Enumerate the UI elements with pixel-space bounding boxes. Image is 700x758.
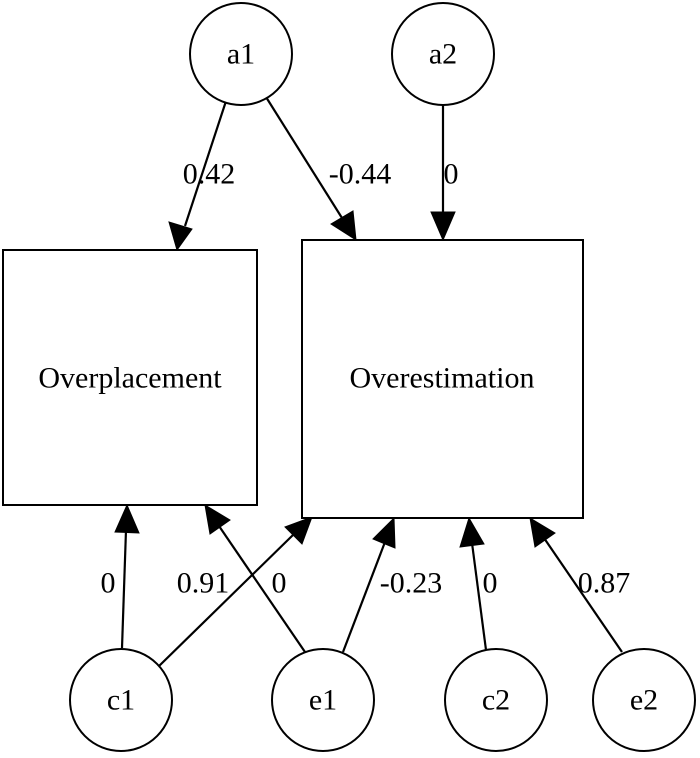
node-label-a1: a1 (227, 38, 255, 71)
node-label-a2: a2 (429, 38, 457, 71)
arrowhead (114, 503, 140, 534)
node-overplacement: Overplacement (2, 249, 258, 506)
node-overestimation: Overestimation (301, 239, 584, 519)
node-c1: c1 (69, 648, 173, 752)
edge-a1-overplacement: 0.42 (168, 94, 236, 252)
edges: 0.42 -0.44 0 0 0.91 0 (101, 94, 631, 668)
arrowhead (168, 221, 193, 252)
arrowhead (529, 517, 556, 548)
node-label-c1: c1 (107, 684, 135, 717)
arrowhead (330, 210, 357, 241)
node-label-overplacement: Overplacement (38, 362, 222, 395)
node-e1: e1 (271, 648, 375, 752)
arrowhead (284, 516, 313, 545)
edge-e1-overplacement: 0 (204, 504, 306, 653)
node-c2: c2 (444, 648, 548, 752)
edge-a2-overestimation: 0 (430, 102, 459, 242)
node-a2: a2 (391, 2, 495, 106)
arrowhead (372, 516, 396, 549)
edge-label-e2-overestimation: 0.87 (578, 567, 631, 600)
node-a1: a1 (189, 2, 293, 106)
edge-e1-overestimation: -0.23 (341, 516, 443, 653)
edge-c1-overestimation: 0.91 (157, 516, 313, 668)
edge-label-a1-overplacement: 0.42 (183, 158, 236, 191)
edge-label-a1-overestimation: -0.44 (329, 158, 392, 191)
node-label-overestimation: Overestimation (350, 362, 535, 395)
node-label-c2: c2 (482, 684, 510, 717)
arrowhead (430, 211, 456, 242)
edge-a1-overestimation: -0.44 (265, 96, 392, 241)
arrowhead (459, 516, 485, 548)
edge-label-c1-overestimation: 0.91 (177, 567, 230, 600)
node-label-e1: e1 (309, 684, 337, 717)
node-label-e2: e2 (630, 684, 658, 717)
edge-label-e1-overplacement: 0 (272, 567, 287, 600)
edge-label-c1-overplacement: 0 (101, 567, 116, 600)
edge-e2-overestimation: 0.87 (529, 517, 631, 653)
node-e2: e2 (592, 648, 696, 752)
edge-label-e1-overestimation: -0.23 (380, 567, 443, 600)
arrowhead (204, 504, 231, 535)
edge-label-a2-overestimation: 0 (444, 158, 459, 191)
edge-c2-overestimation: 0 (459, 516, 498, 651)
edge-label-c2-overestimation: 0 (483, 567, 498, 600)
edge-c1-overplacement: 0 (101, 503, 140, 649)
